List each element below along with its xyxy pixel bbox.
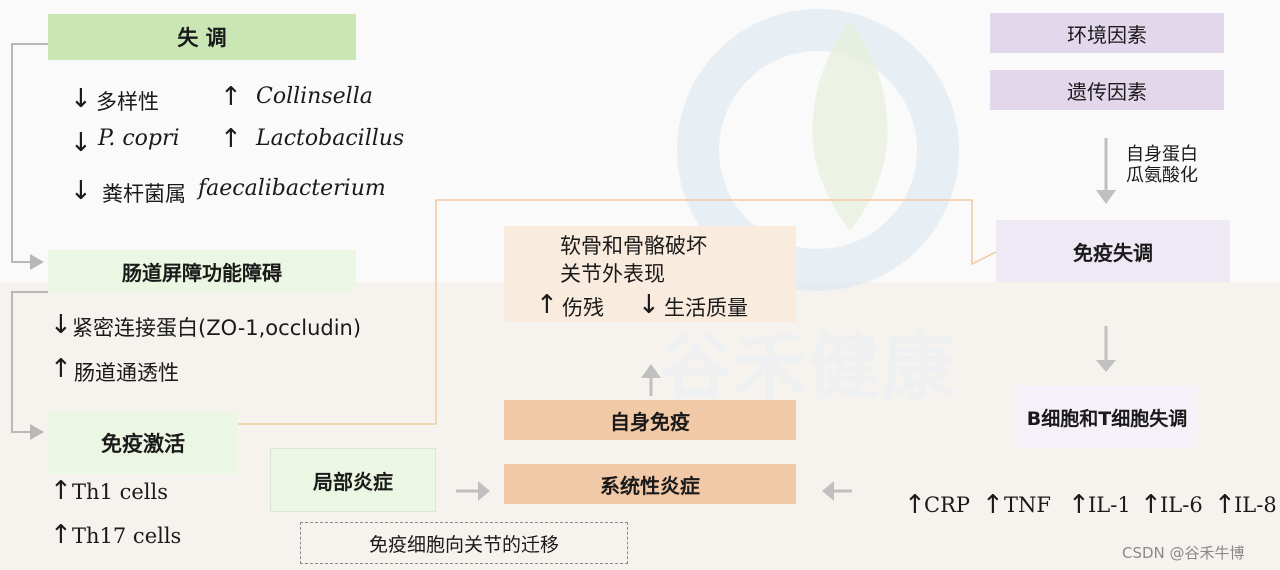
diversity-label: 多样性 xyxy=(96,90,159,114)
line-dysbiosis-to-barrier xyxy=(11,43,48,263)
cartilage-line1: 软骨和骨骼破坏 xyxy=(560,234,707,258)
immune-dysregulation-box: 免疫失调 xyxy=(996,220,1230,282)
up-arrow-icon: ↑ xyxy=(904,490,926,520)
tight-junction-label: 紧密连接蛋白(ZO-1,occludin) xyxy=(72,316,362,340)
marker-il6: IL-6 xyxy=(1160,493,1203,517)
quality-of-life-label: 生活质量 xyxy=(664,296,748,320)
up-arrow-icon: ↑ xyxy=(982,490,1004,520)
footer-credit: CSDN @谷禾牛博 xyxy=(1122,544,1245,562)
faecalibacterium-cn-label: 粪杆菌属 xyxy=(102,182,186,206)
dysbiosis-label: 失 调 xyxy=(177,26,227,50)
up-arrow-icon: ↑ xyxy=(50,520,72,550)
faecalibacterium-label: faecalibacterium xyxy=(198,176,386,201)
marker-crp: CRP xyxy=(924,493,971,517)
down-arrow-icon: ↓ xyxy=(70,176,92,206)
line-barrier-to-immune xyxy=(11,291,48,433)
up-arrow-icon: ↑ xyxy=(220,82,242,112)
local-inflammation-box: 局部炎症 xyxy=(270,448,436,512)
immune-activation-label: 免疫激活 xyxy=(101,432,185,456)
up-arrow-icon: ↑ xyxy=(1140,490,1162,520)
down-arrow-icon: ↓ xyxy=(50,310,72,340)
up-arrow-icon: ↑ xyxy=(536,290,558,320)
th17-label: Th17 cells xyxy=(72,524,182,548)
up-arrow-icon: ↑ xyxy=(1068,490,1090,520)
environment-box: 环境因素 xyxy=(990,13,1224,53)
watermark-text: 谷禾健康 xyxy=(660,325,957,409)
cartilage-box xyxy=(504,226,796,322)
systemic-inflammation-box: 系统性炎症 xyxy=(504,464,796,504)
down-arrow-icon: ↓ xyxy=(638,290,660,320)
barrier-label: 肠道屏障功能障碍 xyxy=(122,260,282,285)
up-arrow-icon: ↑ xyxy=(50,354,72,384)
barrier-box: 肠道屏障功能障碍 xyxy=(48,250,356,292)
disability-label: 伤残 xyxy=(562,296,604,320)
dysbiosis-box: 失 调 xyxy=(48,14,356,60)
autoimmunity-label: 自身免疫 xyxy=(610,409,690,434)
pcopri-label: P. copri xyxy=(98,126,180,151)
th1-label: Th1 cells xyxy=(72,480,168,504)
migration-box: 免疫细胞向关节的迁移 xyxy=(300,522,628,564)
lactobacillus-label: Lactobacillus xyxy=(256,126,405,151)
down-arrow-icon: ↓ xyxy=(70,84,92,114)
arrowhead-immune xyxy=(30,424,44,440)
migration-label: 免疫细胞向关节的迁移 xyxy=(368,533,559,556)
permeability-label: 肠道通透性 xyxy=(74,361,179,385)
immune-dysregulation-label: 免疫失调 xyxy=(1073,240,1153,265)
up-arrow-icon: ↑ xyxy=(1214,490,1236,520)
citrullination-line2: 瓜氨酸化 xyxy=(1126,165,1198,186)
citrullination-line1: 自身蛋白 xyxy=(1126,144,1198,165)
bt-dysregulation-label: B细胞和T细胞失调 xyxy=(1026,407,1188,430)
arrowhead-barrier xyxy=(30,254,44,270)
marker-il8: IL-8 xyxy=(1234,493,1277,517)
genetics-label: 遗传因素 xyxy=(1067,79,1147,104)
autoimmunity-box: 自身免疫 xyxy=(504,400,796,440)
local-inflammation-label: 局部炎症 xyxy=(313,469,393,494)
up-arrow-icon: ↑ xyxy=(50,476,72,506)
genetics-box: 遗传因素 xyxy=(990,70,1224,110)
collinsella-label: Collinsella xyxy=(256,84,373,109)
up-arrow-icon: ↑ xyxy=(220,124,242,154)
line-immune-to-dysregulation xyxy=(238,199,997,425)
immune-activation-box: 免疫激活 xyxy=(48,412,238,474)
systemic-inflammation-label: 系统性炎症 xyxy=(600,473,700,498)
down-arrow-icon: ↓ xyxy=(70,128,92,158)
marker-il1: IL-1 xyxy=(1088,493,1131,517)
cartilage-line2: 关节外表现 xyxy=(560,262,665,286)
marker-tnf: TNF xyxy=(1004,493,1051,517)
environment-label: 环境因素 xyxy=(1067,22,1147,47)
bt-dysregulation-box: B细胞和T细胞失调 xyxy=(1016,386,1198,448)
